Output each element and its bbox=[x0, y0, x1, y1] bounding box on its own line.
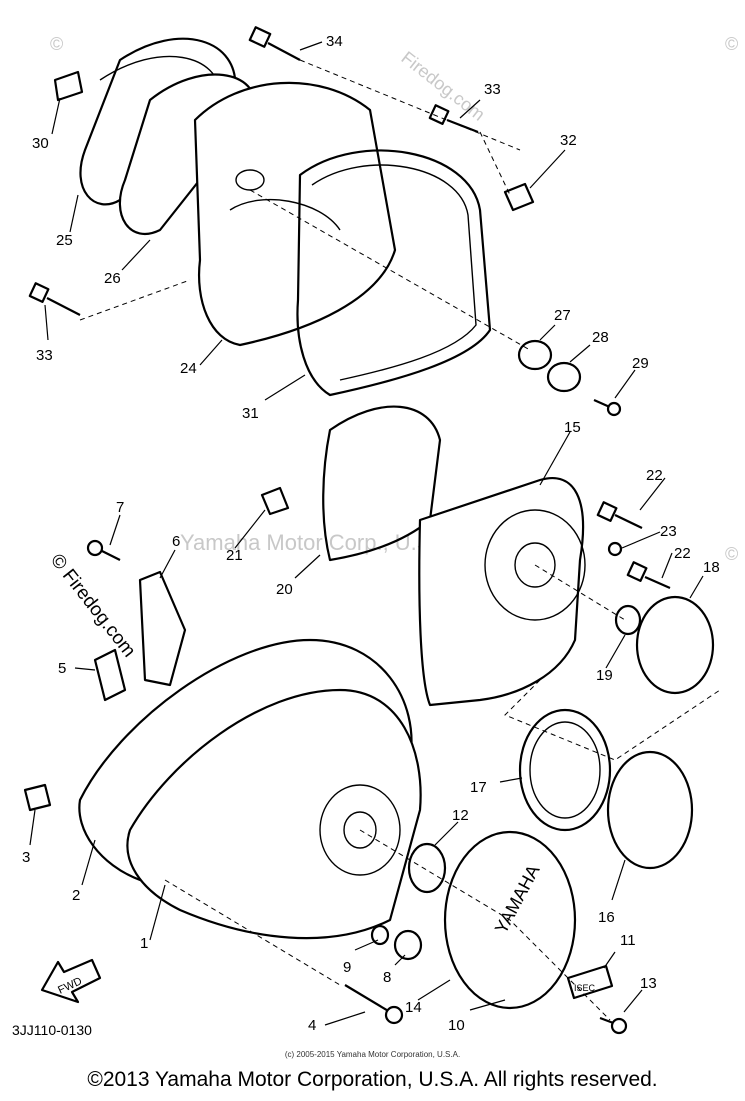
callout-13: 13 bbox=[640, 975, 657, 992]
part-16-cap bbox=[606, 750, 694, 870]
callout-22a: 22 bbox=[646, 467, 663, 484]
part-23-o-ring bbox=[607, 541, 623, 557]
part-17-inner bbox=[529, 721, 601, 819]
callout-18: 18 bbox=[703, 559, 720, 576]
watermark-frag-2: © bbox=[725, 34, 738, 54]
part-9-o-ring bbox=[370, 924, 390, 946]
alignment-line-6 bbox=[504, 679, 721, 761]
part-28-bearing bbox=[546, 361, 582, 393]
callout-34: 34 bbox=[326, 33, 343, 50]
callout-2: 2 bbox=[72, 887, 80, 904]
part-29-screw bbox=[593, 398, 622, 417]
part-4-bolt bbox=[344, 984, 404, 1025]
part-22-bolt-upper bbox=[596, 501, 643, 529]
callout-6: 6 bbox=[172, 533, 180, 550]
diagram-code: 3JJ110-0130 bbox=[12, 1022, 92, 1038]
part-1-stator-boss bbox=[319, 784, 401, 876]
part-31-inner bbox=[311, 164, 477, 381]
callout-28: 28 bbox=[592, 329, 609, 346]
leader-lines bbox=[29, 41, 704, 1026]
part-32-dowel bbox=[503, 182, 535, 212]
alignment-line-8 bbox=[164, 879, 341, 986]
callout-22b: 22 bbox=[674, 545, 691, 562]
alignment-line-1 bbox=[299, 59, 521, 151]
alignment-line-7 bbox=[359, 829, 611, 1021]
alignment-line-2 bbox=[479, 131, 511, 196]
callout-9: 9 bbox=[343, 959, 351, 976]
part-22-bolt-lower bbox=[626, 561, 671, 590]
callout-1: 1 bbox=[140, 935, 148, 952]
callout-11: 11 bbox=[620, 932, 636, 949]
callout-16: 16 bbox=[598, 909, 615, 926]
callout-20: 20 bbox=[276, 581, 293, 598]
callout-5: 5 bbox=[58, 660, 66, 677]
part-6-bracket bbox=[138, 570, 187, 687]
part-1-cover bbox=[126, 688, 422, 940]
part-3-dowel bbox=[23, 783, 52, 812]
callout-7: 7 bbox=[116, 499, 124, 516]
callout-24: 24 bbox=[180, 360, 197, 377]
callout-4: 4 bbox=[308, 1017, 316, 1034]
callout-32: 32 bbox=[560, 132, 577, 149]
callout-12: 12 bbox=[452, 807, 469, 824]
part-34-bolt bbox=[248, 26, 301, 61]
plate-text: ISEC bbox=[574, 983, 596, 993]
small-copyright: (c) 2005-2015 Yamaha Motor Corporation, … bbox=[284, 1050, 461, 1059]
callout-26: 26 bbox=[104, 270, 121, 287]
fwd-arrow: FWD bbox=[40, 958, 102, 1004]
callout-19: 19 bbox=[596, 667, 613, 684]
callouts: 1 2 3 4 5 6 7 8 9 10 11 12 13 14 15 16 1… bbox=[22, 33, 720, 1034]
part-15-cover bbox=[418, 477, 585, 707]
part-20-gasket bbox=[322, 405, 442, 562]
watermark-frag-3: © bbox=[725, 544, 738, 564]
callout-27: 27 bbox=[554, 307, 571, 324]
part-27-seal bbox=[517, 339, 553, 371]
watermark-side: © Firedog.com bbox=[46, 550, 139, 661]
callout-30: 30 bbox=[32, 135, 49, 152]
part-21-dowel bbox=[260, 486, 290, 516]
watermark-frag-1: © bbox=[50, 34, 63, 54]
footer-copyright: ©2013 Yamaha Motor Corporation, U.S.A. A… bbox=[87, 1068, 658, 1091]
part-19-washer bbox=[614, 604, 642, 636]
callout-29: 29 bbox=[632, 355, 649, 372]
callout-23: 23 bbox=[660, 523, 677, 540]
callout-33a: 33 bbox=[484, 81, 501, 98]
part-30-plate bbox=[53, 70, 84, 102]
part-1-center bbox=[343, 811, 377, 849]
callout-31: 31 bbox=[242, 405, 259, 422]
part-13-screw bbox=[599, 1016, 628, 1035]
callout-3: 3 bbox=[22, 849, 30, 866]
callout-17: 17 bbox=[470, 779, 487, 796]
callout-8: 8 bbox=[383, 969, 391, 986]
callout-14: 14 bbox=[405, 999, 422, 1016]
part-17-seal bbox=[518, 708, 612, 832]
alignment-line-3 bbox=[79, 279, 191, 321]
part-5-plate bbox=[93, 648, 127, 702]
part-15-seal-housing bbox=[484, 509, 586, 621]
callout-10: 10 bbox=[448, 1017, 465, 1034]
part-24-cover bbox=[193, 81, 397, 347]
part-11-plate bbox=[566, 964, 614, 1000]
part-18-circlip bbox=[635, 595, 715, 695]
part-7-bolt bbox=[86, 539, 121, 561]
part-8-plug bbox=[393, 929, 423, 961]
part-31-gasket bbox=[296, 149, 492, 397]
watermark-center: Yamaha Motor Corp., U.S.A. bbox=[180, 530, 458, 555]
part-12-o-ring bbox=[407, 842, 447, 894]
callout-15: 15 bbox=[564, 419, 581, 436]
callout-33b: 33 bbox=[36, 347, 53, 364]
part-15-center bbox=[514, 542, 556, 588]
part-33-bolt-left bbox=[28, 282, 81, 316]
callout-25: 25 bbox=[56, 232, 73, 249]
part-24-rib bbox=[229, 198, 341, 231]
callout-21: 21 bbox=[226, 547, 243, 564]
